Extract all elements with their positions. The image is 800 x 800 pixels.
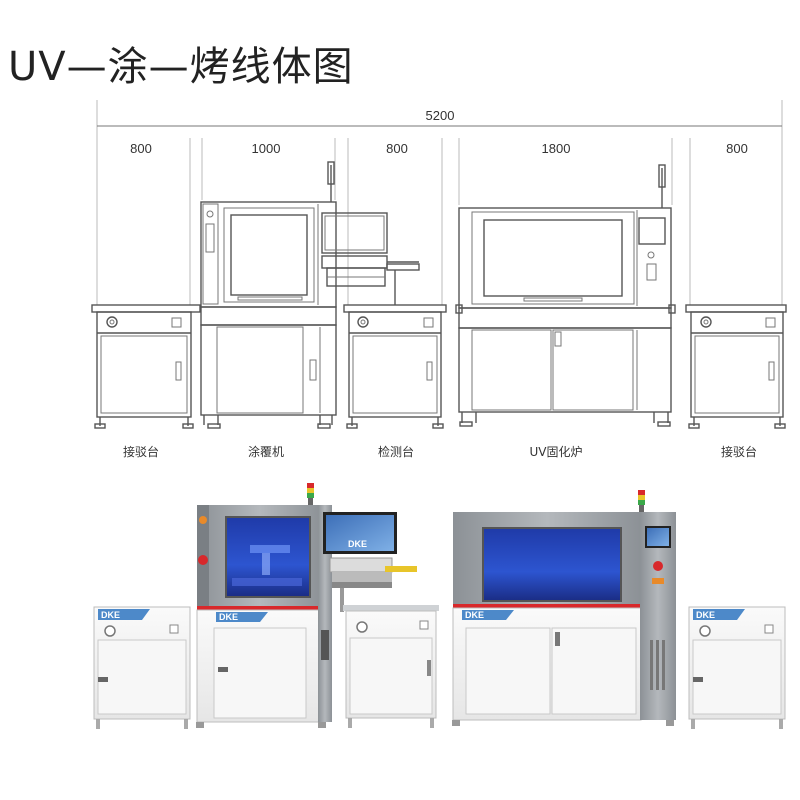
conveyor-right-drawing [685, 304, 787, 429]
label-conveyor-left: 接驳台 [123, 444, 159, 459]
coating-machine-photo: DKE DKE [196, 483, 417, 728]
label-inspection-table: 检测台 [378, 444, 414, 459]
label-coating-machine: 涂覆机 [248, 444, 284, 459]
inspection-table-photo [343, 605, 439, 728]
dim-seg-5: 800 [726, 141, 748, 156]
machine-labels: 接驳台 涂覆机 检测台 UV固化炉 接驳台 [123, 444, 757, 459]
dimension-lines: 5200 800 1000 800 1800 800 [96, 100, 783, 305]
conveyor-left-photo: DKE [93, 606, 191, 729]
dim-seg-2: 1000 [252, 141, 281, 156]
brand-logo: DKE [696, 610, 715, 620]
dim-seg-4: 1800 [542, 141, 571, 156]
label-uv-curing-oven: UV固化炉 [530, 445, 583, 459]
brand-logo: DKE [219, 612, 238, 622]
dim-total: 5200 [426, 108, 455, 123]
inspection-table-drawing [343, 304, 447, 429]
coating-machine-drawing [200, 161, 420, 429]
monitor-brand: DKE [348, 539, 367, 549]
page-title: UV—涂—烤线体图 [8, 44, 354, 90]
uv-curing-oven-photo: DKE [452, 490, 676, 726]
brand-logo: DKE [101, 610, 120, 620]
conveyor-right-photo: DKE [688, 606, 786, 729]
uv-curing-oven-drawing [455, 164, 676, 427]
brand-logo: DKE [465, 610, 484, 620]
dim-seg-3: 800 [386, 141, 408, 156]
conveyor-left-drawing [91, 304, 201, 429]
label-conveyor-right: 接驳台 [721, 444, 757, 459]
dim-seg-1: 800 [130, 141, 152, 156]
